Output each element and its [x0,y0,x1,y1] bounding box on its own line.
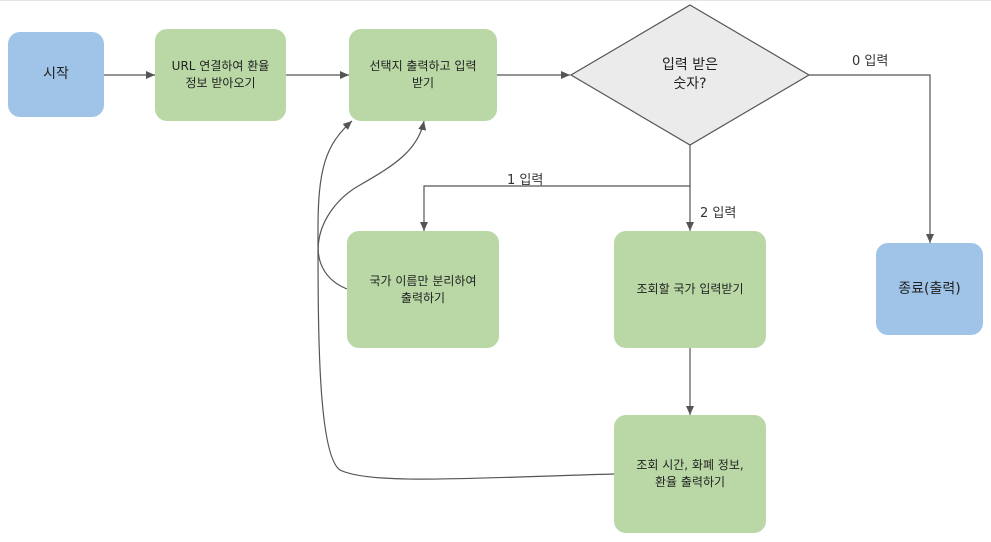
show-info-node: 조회 시간, 화폐 정보, 환율 출력하기 [614,415,766,533]
end-label: 종료(출력) [898,280,961,297]
query-country-node: 조회할 국가 입력받기 [614,231,766,348]
decision-label-line-2: 숫자? [673,76,707,92]
decision-label-line-1: 입력 받은 [662,57,718,73]
edge-decision-list [420,145,691,231]
fetch-label-line-1: URL 연결하여 환율 [171,59,270,73]
edge-decision-end [809,74,934,243]
decision-label: 입력 받은 숫자? [620,52,760,98]
menu-node: 선택지 출력하고 입력 받기 [349,29,497,121]
edge-info-back-to-menu [317,120,615,480]
edge-label-two: 2 입력 [700,206,737,221]
start-label: 시작 [43,66,69,82]
menu-label-line-2: 받기 [411,76,435,90]
fetch-node: URL 연결하여 환율 정보 받아오기 [155,29,286,121]
query-country-label: 조회할 국가 입력받기 [636,282,744,296]
show-info-label-line-2: 환율 출력하기 [654,475,726,489]
menu-label-line-1: 선택지 출력하고 입력 [369,59,477,73]
edge-label-zero: 0 입력 [852,54,889,69]
list-names-node: 국가 이름만 분리하여 출력하기 [347,231,499,348]
list-names-label-line-2: 출력하기 [400,290,446,305]
top-divider [0,0,991,1]
edge-label-one: 1 입력 [507,173,544,188]
list-names-label-line-1: 국가 이름만 분리하여 [369,273,477,288]
end-node: 종료(출력) [876,243,983,335]
fetch-label-line-2: 정보 받아오기 [185,76,256,90]
show-info-label-line-1: 조회 시간, 화폐 정보, [636,458,744,472]
start-node: 시작 [8,32,104,117]
edge-list-back-to-menu [317,120,427,290]
